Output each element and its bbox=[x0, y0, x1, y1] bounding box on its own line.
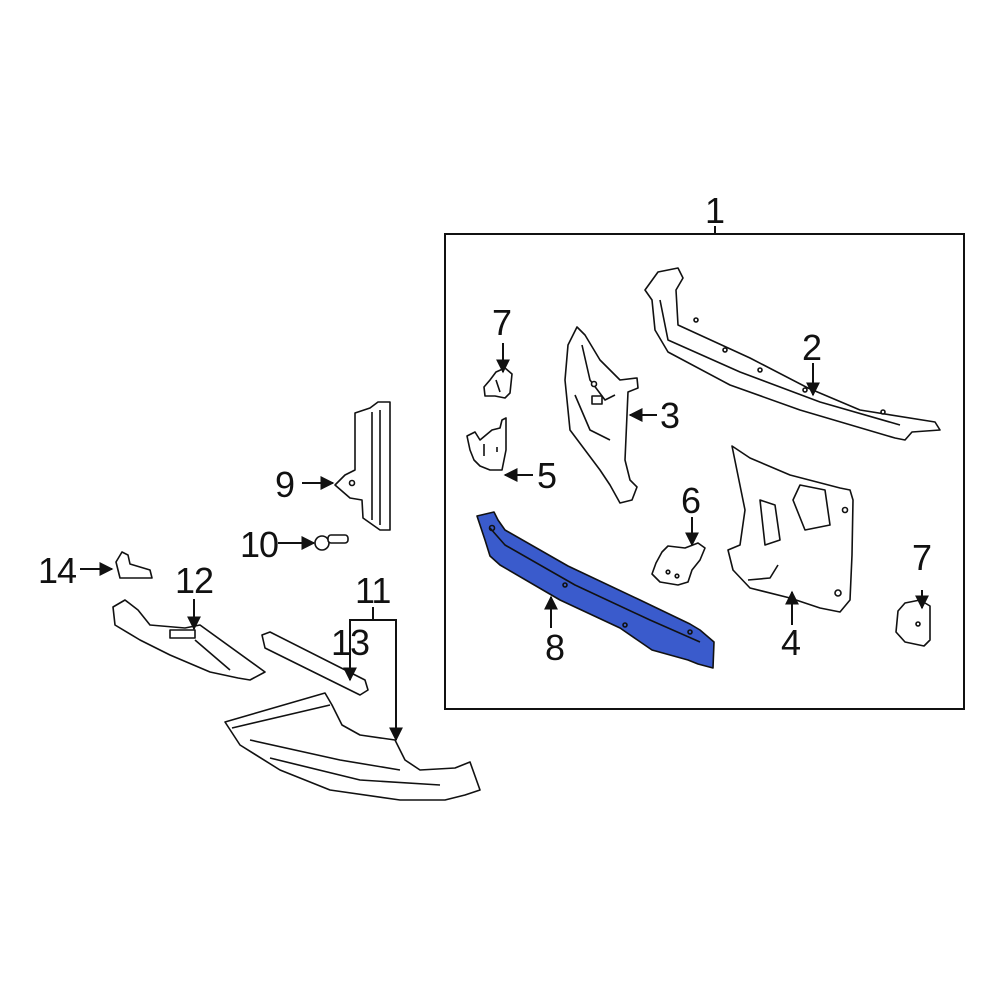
callout-1: 1 bbox=[705, 190, 725, 231]
part-7-bracket-right[interactable] bbox=[895, 599, 931, 647]
callout-7-left: 7 bbox=[492, 302, 512, 343]
part-8-lower-tie-bar[interactable] bbox=[476, 511, 715, 669]
assembly-box bbox=[444, 226, 965, 710]
part-13-seal[interactable] bbox=[261, 631, 369, 696]
callout-10: 10 bbox=[240, 524, 279, 565]
part-12-deflector[interactable] bbox=[112, 599, 266, 681]
callout-6: 6 bbox=[681, 480, 701, 521]
part-10-bolt[interactable] bbox=[314, 534, 349, 551]
part-3-side-panel[interactable] bbox=[564, 326, 639, 504]
part-4-side-panel[interactable] bbox=[727, 445, 854, 613]
callout-3: 3 bbox=[660, 395, 680, 436]
callout-5: 5 bbox=[537, 455, 557, 496]
part-6-bracket[interactable] bbox=[651, 542, 706, 586]
part-11-splash-shield[interactable] bbox=[224, 692, 481, 801]
callout-9: 9 bbox=[275, 464, 295, 505]
callout-13: 13 bbox=[331, 622, 370, 663]
callout-11: 11 bbox=[355, 570, 391, 611]
callout-8: 8 bbox=[545, 627, 565, 668]
callout-14: 14 bbox=[38, 550, 77, 591]
callout-12: 12 bbox=[175, 560, 214, 601]
part-2-upper-tie-bar[interactable] bbox=[644, 267, 941, 441]
part-5-bracket[interactable] bbox=[466, 417, 507, 471]
part-14-clip[interactable] bbox=[115, 551, 153, 579]
callout-2: 2 bbox=[802, 327, 822, 368]
part-7-bracket-left[interactable] bbox=[483, 367, 513, 399]
part-9-support-bracket[interactable] bbox=[334, 401, 391, 531]
callout-7-right: 7 bbox=[912, 537, 932, 578]
leader-arrows bbox=[80, 343, 929, 742]
callout-4: 4 bbox=[781, 622, 801, 663]
